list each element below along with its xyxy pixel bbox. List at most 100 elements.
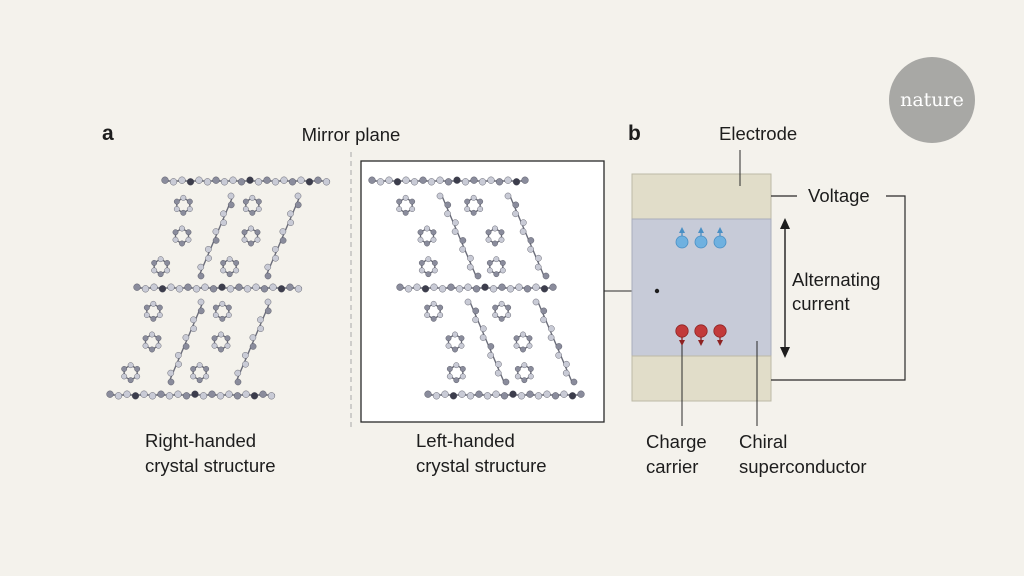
atom	[218, 283, 226, 291]
atom	[192, 285, 201, 293]
atom	[419, 176, 427, 184]
atom	[254, 236, 261, 243]
left-handed-caption: Left-handed crystal structure	[416, 430, 547, 476]
atom	[156, 304, 163, 311]
atom	[243, 285, 252, 293]
atom	[418, 260, 425, 266]
atom	[486, 267, 493, 274]
atom	[461, 178, 470, 186]
atom	[535, 254, 542, 262]
atom	[532, 298, 540, 306]
spin-up-carriers	[675, 227, 727, 249]
atom	[444, 210, 451, 218]
atom	[212, 228, 220, 235]
atom	[479, 334, 487, 341]
atom	[500, 392, 509, 400]
atom	[421, 285, 430, 293]
atom	[509, 390, 517, 398]
atom	[499, 267, 506, 274]
panel-a-letter: a	[102, 122, 114, 145]
atom	[452, 331, 458, 338]
atom	[219, 315, 226, 322]
atom	[186, 198, 193, 205]
atom	[143, 304, 150, 311]
atom	[523, 285, 532, 293]
atom	[182, 334, 190, 341]
atom	[286, 283, 294, 291]
atom	[226, 256, 233, 263]
atom	[409, 198, 416, 205]
atom	[190, 316, 197, 324]
atom	[515, 283, 523, 291]
spin-up-carrier	[675, 227, 689, 249]
atom	[150, 283, 158, 291]
atom	[197, 272, 205, 280]
atom	[216, 392, 225, 400]
atom	[218, 346, 224, 353]
atom	[487, 343, 495, 350]
bottom-electrode	[631, 355, 772, 402]
spin-down-carrier	[713, 324, 727, 346]
atom	[287, 219, 294, 226]
atom	[287, 210, 294, 218]
atom	[149, 331, 155, 338]
atom	[179, 225, 185, 232]
atom	[225, 312, 232, 318]
voltage-circuit-wire-return	[771, 195, 906, 381]
bond	[441, 195, 477, 277]
atom	[175, 360, 182, 368]
atom	[527, 373, 534, 380]
atom	[242, 360, 249, 368]
atom	[430, 229, 437, 236]
atom	[534, 263, 542, 271]
atom	[226, 271, 233, 278]
atom	[248, 240, 254, 247]
atom	[141, 285, 150, 293]
atom	[201, 283, 209, 291]
atom	[134, 373, 141, 380]
left-handed-caption-line1: Left-handed	[416, 430, 515, 451]
atom	[212, 237, 220, 244]
atom	[452, 219, 459, 226]
atom	[272, 254, 279, 262]
atom	[267, 392, 276, 400]
atom	[305, 178, 314, 186]
atom	[402, 176, 410, 184]
atom	[517, 392, 526, 400]
atom	[156, 312, 163, 318]
atom	[151, 260, 158, 266]
atom	[106, 390, 114, 398]
atom	[264, 263, 272, 271]
chiral-superconductor-label: Chiral superconductor	[739, 431, 867, 477]
atom	[249, 194, 256, 201]
atom	[269, 283, 277, 291]
atom	[402, 194, 409, 201]
atom	[131, 392, 140, 400]
atom	[458, 390, 466, 398]
atom	[164, 267, 171, 274]
atom	[226, 285, 235, 293]
atom	[260, 285, 269, 293]
atom	[478, 178, 487, 186]
nature-logo: nature	[889, 57, 975, 143]
atom	[203, 366, 210, 372]
atom	[431, 260, 438, 266]
atom	[134, 366, 141, 372]
atom	[218, 331, 224, 338]
alternating-current-arrow	[780, 218, 790, 358]
atom	[548, 325, 555, 332]
atom	[437, 304, 444, 311]
atom	[233, 392, 242, 400]
atom	[205, 246, 212, 253]
panel-a: a Mirror plane Right-handed crystal stru…	[102, 122, 657, 476]
atom	[224, 342, 231, 349]
atom	[424, 240, 430, 247]
atom	[233, 267, 240, 274]
atom	[472, 316, 479, 324]
atom	[195, 176, 203, 184]
atom	[175, 352, 182, 359]
atom	[190, 325, 197, 332]
alternating-current-label: Alternating current	[792, 269, 886, 314]
atom	[492, 304, 499, 311]
atom	[241, 236, 248, 243]
